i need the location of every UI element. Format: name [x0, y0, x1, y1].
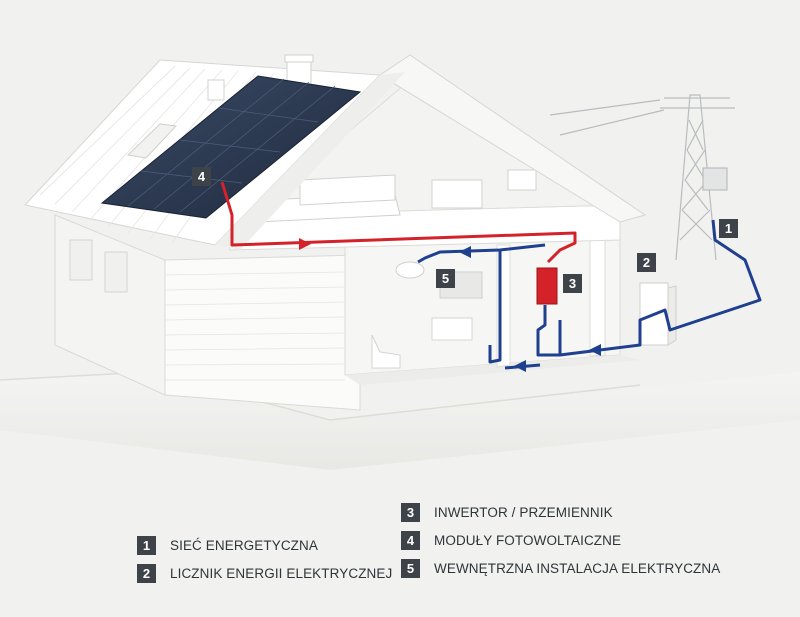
- legend-badge-3: 3: [401, 502, 420, 522]
- dc-cable: [220, 181, 577, 264]
- callout-badge-1: 1: [719, 219, 738, 238]
- legend-item-inverter: 3 INWERTOR / PRZEMIENNIK: [401, 502, 720, 522]
- legend-label-inverter: INWERTOR / PRZEMIENNIK: [434, 504, 613, 520]
- legend-item-meter: 2 LICZNIK ENERGII ELEKTRYCZNEJ: [137, 563, 392, 583]
- legend-item-grid: 1 SIEĆ ENERGETYCZNA: [137, 535, 392, 555]
- inverter-box: [536, 267, 558, 305]
- ac-cable: [417, 219, 762, 372]
- callout-badge-4: 4: [192, 167, 211, 186]
- house-illustration: [0, 54, 800, 470]
- legend-label-grid: SIEĆ ENERGETYCZNA: [170, 537, 318, 553]
- house: [54, 79, 677, 411]
- legend-badge-1: 1: [137, 535, 156, 555]
- legend-label-meter: LICZNIK ENERGII ELEKTRYCZNEJ: [170, 565, 393, 581]
- legend-item-modules: 4 MODUŁY FOTOWOLTAICZNE: [401, 530, 720, 550]
- callout-badge-3: 3: [563, 274, 582, 293]
- solar-panels: [100, 75, 362, 219]
- power-tower: [549, 94, 735, 261]
- callout-badge-5: 5: [436, 269, 455, 288]
- legend-badge-2: 2: [137, 563, 156, 583]
- legend-badge-4: 4: [401, 530, 420, 550]
- legend-left: 1 SIEĆ ENERGETYCZNA 2 LICZNIK ENERGII EL…: [137, 535, 392, 591]
- legend-badge-5: 5: [401, 558, 420, 578]
- legend-label-modules: MODUŁY FOTOWOLTAICZNE: [434, 532, 622, 548]
- callout-badge-2: 2: [637, 253, 656, 272]
- legend-label-installation: WEWNĘTRZNA INSTALACJA ELEKTRYCZNA: [434, 560, 721, 576]
- legend-right: 3 INWERTOR / PRZEMIENNIK 4 MODUŁY FOTOWO…: [401, 502, 720, 586]
- legend-item-installation: 5 WEWNĘTRZNA INSTALACJA ELEKTRYCZNA: [401, 558, 720, 578]
